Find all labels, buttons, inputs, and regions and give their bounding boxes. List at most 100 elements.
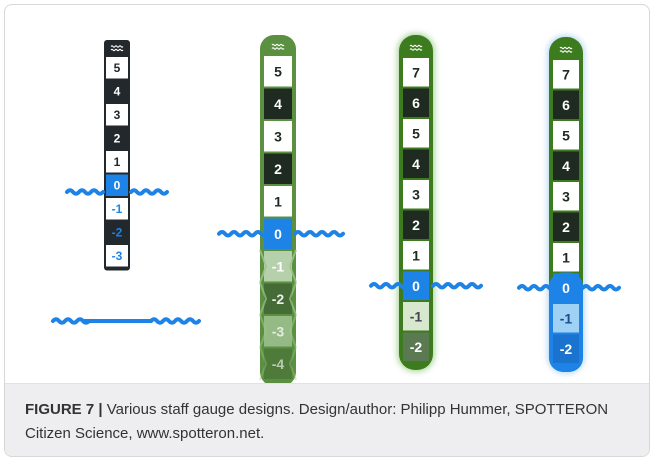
gauge-cell: [106, 174, 128, 196]
gauge-mark-label: 5: [274, 63, 282, 79]
gauge-mark-label: 5: [412, 125, 420, 141]
figure-caption: FIGURE 7 | Various staff gauge designs. …: [5, 383, 649, 456]
gauge-cell: [264, 121, 292, 152]
gauge-cell: [106, 104, 128, 126]
staff-gauge-3: 7 6 5 4 3 2 1 0 -1 -2: [369, 33, 483, 372]
gauge-cell: [553, 182, 579, 211]
gauge-cell: [264, 348, 292, 379]
gauge-cell: [403, 149, 429, 178]
gauge-cell: [106, 198, 128, 220]
gauge-mark-label: -1: [272, 258, 285, 274]
gauge-mark-label: -2: [272, 291, 285, 307]
gauge-cell: [264, 316, 292, 347]
gauge-cell: [553, 151, 579, 180]
staff-gauge-2: 5 4 3 2 1 0 -1 -2 -3 -4: [217, 35, 345, 383]
gauge-mark-label: 1: [114, 155, 121, 169]
gauge-cell: [403, 241, 429, 270]
gauge-mark-label: -2: [560, 341, 573, 357]
gauge-mark-label: -1: [410, 308, 423, 324]
gauge-cell: [403, 210, 429, 239]
water-line: [65, 188, 105, 196]
gauge-cell: [106, 127, 128, 149]
gauge-mark-label: 2: [274, 161, 282, 177]
gauge-mark-label: 7: [412, 64, 420, 80]
gauge-mark-label: 6: [412, 95, 420, 111]
gauge-cell: [106, 221, 128, 243]
water-line: [129, 188, 169, 196]
gauge-mark-label: 4: [274, 96, 282, 112]
gauge-cell: [403, 332, 429, 361]
gauge-cell: [553, 212, 579, 241]
gauge-mark-label: 0: [114, 178, 121, 192]
gauge-mark-label: 1: [274, 193, 282, 209]
gauge-mark-label: 5: [562, 127, 570, 143]
staff-gauge-illustration: 5 4 3 2 1 0 -1 -2 -3 5 4 3 2 1 0 -1 -2 -3 -4 7 6 5 4 3 2 1 0 -1 -2 7 6…: [51, 33, 621, 383]
water-line: [517, 284, 557, 292]
gauge-mark-label: -1: [560, 310, 573, 326]
gauge-cell: [553, 90, 579, 119]
gauge-cell: [403, 119, 429, 148]
gauge-mark-label: 3: [274, 128, 282, 144]
gauge-mark-label: -3: [272, 323, 285, 339]
gauge-mark-label: 2: [562, 219, 570, 235]
jagged-edge: [259, 249, 297, 283]
water-line: [581, 284, 621, 292]
gauge-mark-label: -2: [410, 339, 423, 355]
gauge-cell: [553, 304, 579, 333]
gauge-cell: [403, 302, 429, 331]
gauge-mark-label: 5: [114, 61, 121, 75]
gauge-cell: [264, 88, 292, 119]
gauge-cell: [264, 153, 292, 184]
gauge-mark-label: 3: [114, 108, 121, 122]
gauge-mark-label: 3: [412, 186, 420, 202]
gauge-mark-label: -1: [112, 202, 123, 216]
gauge-mark-label: 2: [114, 131, 121, 145]
gauge-cell: [553, 60, 579, 89]
gauge-cell: [106, 80, 128, 102]
gauge-mark-label: 0: [274, 226, 282, 242]
gauge-cell: [403, 88, 429, 117]
gauge-cell: [106, 151, 128, 173]
caption-separator: |: [98, 401, 103, 418]
wave-icon: [110, 45, 124, 52]
gauge-mark-label: 2: [412, 217, 420, 233]
gauge-mark-label: -3: [112, 249, 123, 263]
gauge-mark-label: -2: [112, 225, 123, 239]
caption-body: Various staff gauge designs. Design/auth…: [25, 401, 609, 442]
jagged-edge: [259, 347, 297, 381]
gauge-mark-label: 1: [562, 249, 570, 265]
gauge-cell: [264, 251, 292, 282]
gauge-mark-label: 3: [562, 188, 570, 204]
gauge-cell: [264, 283, 292, 314]
figure-label: FIGURE 7: [25, 401, 95, 418]
water-line: [149, 317, 201, 325]
figure-frame: 5 4 3 2 1 0 -1 -2 -3 5 4 3 2 1 0 -1 -2 -3 -4 7 6 5 4 3 2 1 0 -1 -2 7 6…: [4, 4, 650, 457]
gauge-cell: [264, 186, 292, 217]
gauge-cell: [553, 243, 579, 272]
caption-text: FIGURE 7 | Various staff gauge designs. …: [25, 398, 625, 446]
wave-icon: [271, 43, 285, 50]
gauge-mark-label: 1: [412, 247, 420, 263]
staff-gauge-4: 7 6 5 4 3 2 1 0 -1 -2: [517, 35, 621, 374]
gauge-mark-label: -4: [272, 356, 285, 372]
water-line: [217, 230, 269, 238]
jagged-edge: [259, 282, 297, 316]
water-line: [369, 282, 409, 290]
gauge-cell: [264, 56, 292, 87]
gauge-mark-label: 4: [412, 156, 420, 172]
gauge-mark-label: 4: [562, 158, 570, 174]
jagged-edge: [259, 314, 297, 348]
wave-icon: [409, 44, 423, 51]
gauge-cell: [403, 58, 429, 87]
gauge-mark-label: 6: [562, 97, 570, 113]
wave-icon: [559, 46, 573, 53]
gauge-cell: [553, 334, 579, 363]
gauge-cell: [106, 245, 128, 267]
gauge-cell: [403, 180, 429, 209]
gauge-mark-label: 0: [412, 278, 420, 294]
gauge-mark-label: 7: [562, 66, 570, 82]
gauge-cell: [553, 121, 579, 150]
water-line: [293, 230, 345, 238]
gauge-mark-label: 0: [562, 280, 570, 296]
